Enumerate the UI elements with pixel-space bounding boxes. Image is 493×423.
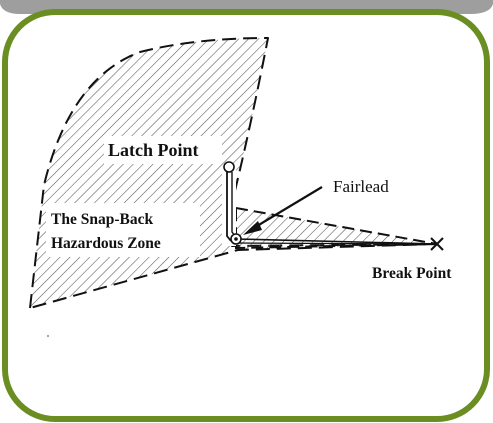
- hazard-zone-label-line1: The Snap-Back: [51, 211, 153, 228]
- mooring-line-vertical: [226, 172, 232, 242]
- zone-label-background: [46, 203, 200, 257]
- latch-point-label: Latch Point: [108, 140, 199, 160]
- stray-dot: [47, 335, 49, 337]
- fairlead-arrow-shaft: [251, 186, 323, 230]
- latch-label-background: [104, 136, 222, 164]
- hazard-zone-label-line2: Hazardous Zone: [51, 235, 161, 252]
- mooring-line-to-break: [235, 238, 438, 245]
- mooring-line-to-break-lower: [235, 242, 438, 245]
- fairlead-marker-core: [234, 237, 238, 241]
- latch-point-marker: [223, 161, 235, 173]
- fairlead-arrowhead-icon: [243, 221, 262, 235]
- break-point-label: Break Point: [372, 265, 452, 282]
- break-point-cross-icon: [430, 237, 444, 251]
- fairlead-label: Fairlead: [333, 177, 389, 196]
